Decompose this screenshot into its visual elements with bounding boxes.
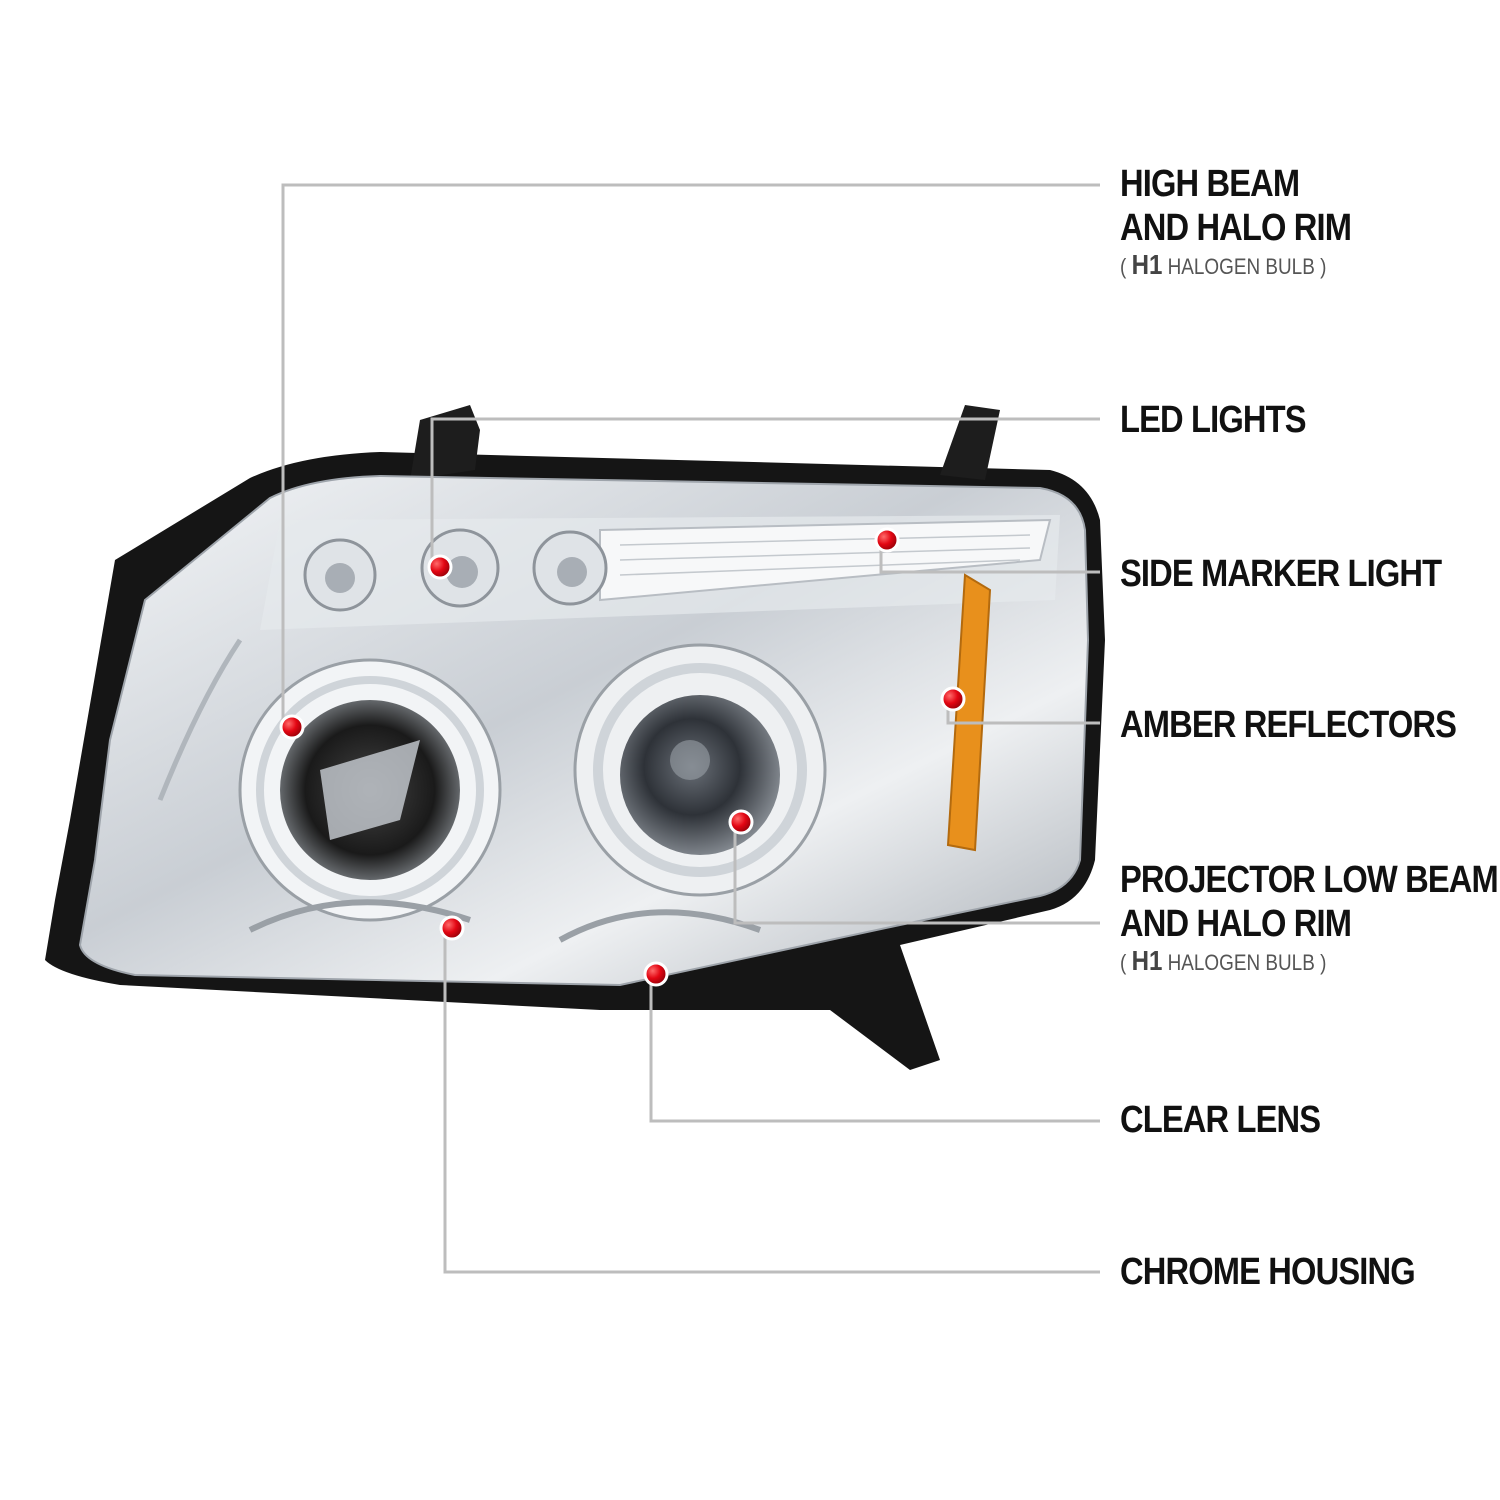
label-clear-lens-line1: CLEAR LENS	[1120, 1099, 1321, 1141]
sub-open: (	[1120, 950, 1132, 975]
indicator-dots	[279, 527, 966, 987]
dot-amber	[940, 686, 966, 712]
high-beam-reflector	[238, 658, 502, 922]
dot-projector	[728, 809, 754, 835]
mounting-tab-right	[940, 405, 1000, 480]
dot-led	[427, 554, 453, 580]
dot-chrome-housing	[439, 915, 465, 941]
sub-rest: HALOGEN BULB )	[1162, 254, 1327, 279]
label-high-beam-sub: ( H1 HALOGEN BULB )	[1120, 250, 1351, 282]
label-high-beam-line2: AND HALO RIM	[1120, 207, 1352, 249]
label-led-lights-line1: LED LIGHTS	[1120, 399, 1307, 441]
label-amber-reflectors-line1: AMBER REFLECTORS	[1120, 704, 1457, 746]
label-amber-reflectors: AMBER REFLECTORS	[1120, 703, 1457, 747]
dot-clear-lens	[643, 961, 669, 987]
label-high-beam: HIGH BEAM AND HALO RIM ( H1 HALOGEN BULB…	[1120, 162, 1352, 282]
label-projector-sub: ( H1 HALOGEN BULB )	[1120, 946, 1498, 978]
label-chrome-housing: CHROME HOUSING	[1120, 1250, 1416, 1294]
label-high-beam-line1: HIGH BEAM	[1120, 163, 1300, 205]
sub-bold: H1	[1131, 249, 1163, 280]
headlight-assembly	[45, 405, 1105, 1070]
projector-low-beam	[573, 643, 827, 897]
led-projectors	[303, 528, 608, 612]
sub-rest: HALOGEN BULB )	[1162, 950, 1327, 975]
dot-side-marker	[874, 527, 900, 553]
label-side-marker: SIDE MARKER LIGHT	[1120, 552, 1442, 596]
label-side-marker-line1: SIDE MARKER LIGHT	[1120, 553, 1442, 595]
label-chrome-housing-line1: CHROME HOUSING	[1120, 1251, 1416, 1293]
dot-high-beam	[279, 714, 305, 740]
amber-reflector-shape	[946, 573, 992, 852]
mounting-tab-left	[410, 405, 480, 480]
label-led-lights: LED LIGHTS	[1120, 398, 1307, 442]
sub-open: (	[1120, 254, 1132, 279]
label-projector-line1: PROJECTOR LOW BEAM	[1120, 859, 1499, 901]
label-clear-lens: CLEAR LENS	[1120, 1098, 1321, 1142]
sub-bold: H1	[1131, 945, 1163, 976]
label-projector-line2: AND HALO RIM	[1120, 903, 1352, 945]
label-projector: PROJECTOR LOW BEAM AND HALO RIM ( H1 HAL…	[1120, 858, 1499, 978]
